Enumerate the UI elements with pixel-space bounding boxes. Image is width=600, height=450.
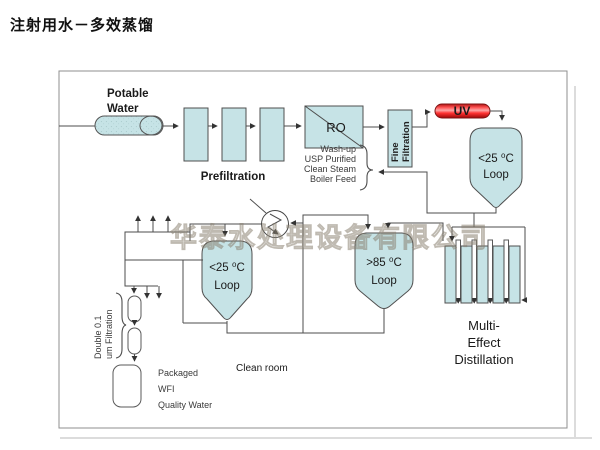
clean-room-label: Clean room bbox=[236, 363, 288, 374]
distribution-loop bbox=[124, 215, 227, 324]
hot-loop-tank bbox=[354, 232, 414, 309]
double-filter-label-1: Double 0.1 bbox=[93, 315, 103, 359]
effect-column-4 bbox=[492, 245, 505, 304]
ro-label: RO bbox=[326, 120, 346, 135]
filter-capsule-1 bbox=[127, 295, 142, 323]
double-filter-label-2: um Filtration bbox=[104, 309, 114, 359]
distillate-return-line bbox=[385, 222, 444, 241]
prefiltration-label: Prefiltration bbox=[201, 171, 266, 183]
distillation-label-3: Distillation bbox=[454, 352, 513, 367]
effect-column-2 bbox=[460, 245, 473, 304]
wfi-container bbox=[112, 364, 142, 408]
cold-loop-mid-label-2: Loop bbox=[214, 280, 240, 292]
fine-filtration-unit bbox=[387, 109, 413, 168]
distillation-label-2: Effect bbox=[467, 335, 500, 350]
heat-exchanger bbox=[249, 198, 289, 238]
distillation-label-1: Multi- bbox=[468, 318, 500, 333]
use-point-usp-purified: USP Purified bbox=[305, 154, 356, 164]
effect-column-1 bbox=[444, 245, 457, 304]
cold-loop-top-label-1: <25 ⁰C bbox=[478, 153, 514, 165]
effect-column-3 bbox=[476, 245, 489, 304]
page-title: 注射用水－多效蒸馏 bbox=[10, 16, 155, 34]
prefilter-3 bbox=[259, 107, 285, 162]
cold-loop-top-label-2: Loop bbox=[483, 169, 509, 181]
prefilter-2 bbox=[221, 107, 247, 162]
filter-capsule-2 bbox=[127, 327, 142, 355]
double-filtration: Double 0.1 um Filtration bbox=[93, 292, 142, 362]
use-point-washup: Wash-up bbox=[320, 144, 356, 154]
prefilter-1 bbox=[183, 107, 209, 162]
wfi-label: WFI bbox=[158, 384, 175, 394]
fine-filtration-label-1: Fine bbox=[390, 142, 401, 162]
pipe-to-effect-bottoms bbox=[521, 227, 528, 303]
quality-water-label: Quality Water bbox=[158, 400, 212, 410]
hot-loop-label-1: >85 ⁰C bbox=[366, 257, 402, 269]
filter-brace bbox=[115, 292, 127, 359]
return-line-to-uses bbox=[378, 169, 497, 214]
use-point-boiler-feed: Boiler Feed bbox=[310, 174, 356, 184]
hot-loop-label-2: Loop bbox=[371, 275, 397, 287]
multi-effect-distillation bbox=[444, 239, 521, 304]
use-points-brace bbox=[359, 144, 374, 191]
pipe-uv-to-loop bbox=[490, 110, 505, 121]
potable-water-label-1: Potable bbox=[107, 88, 149, 100]
cold-loop-tank-top bbox=[469, 127, 523, 208]
packaged-label: Packaged bbox=[158, 368, 198, 378]
pipe-to-uv bbox=[412, 109, 431, 128]
effect-column-5 bbox=[508, 245, 521, 304]
hx-outlet-pipe bbox=[189, 223, 261, 241]
potable-water-label-2: Water bbox=[107, 103, 139, 115]
uv-label: UV bbox=[454, 104, 471, 118]
use-points-list: Wash-up USP Purified Clean Steam Boiler … bbox=[304, 144, 374, 191]
use-point-clean-steam: Clean Steam bbox=[304, 164, 356, 174]
fine-filtration-label-2: Filtration bbox=[401, 121, 412, 162]
potable-water-cylinder bbox=[94, 115, 164, 136]
cold-loop-tank-mid bbox=[201, 240, 253, 320]
mid-loop-bottom-pipe bbox=[226, 321, 303, 334]
hot-loop-recirc-pipe bbox=[302, 214, 385, 334]
watermark: 华泰水处理设备有限公司 bbox=[170, 222, 489, 254]
ro-unit bbox=[304, 105, 364, 149]
cold-loop-mid-label-1: <25 ⁰C bbox=[209, 262, 245, 274]
